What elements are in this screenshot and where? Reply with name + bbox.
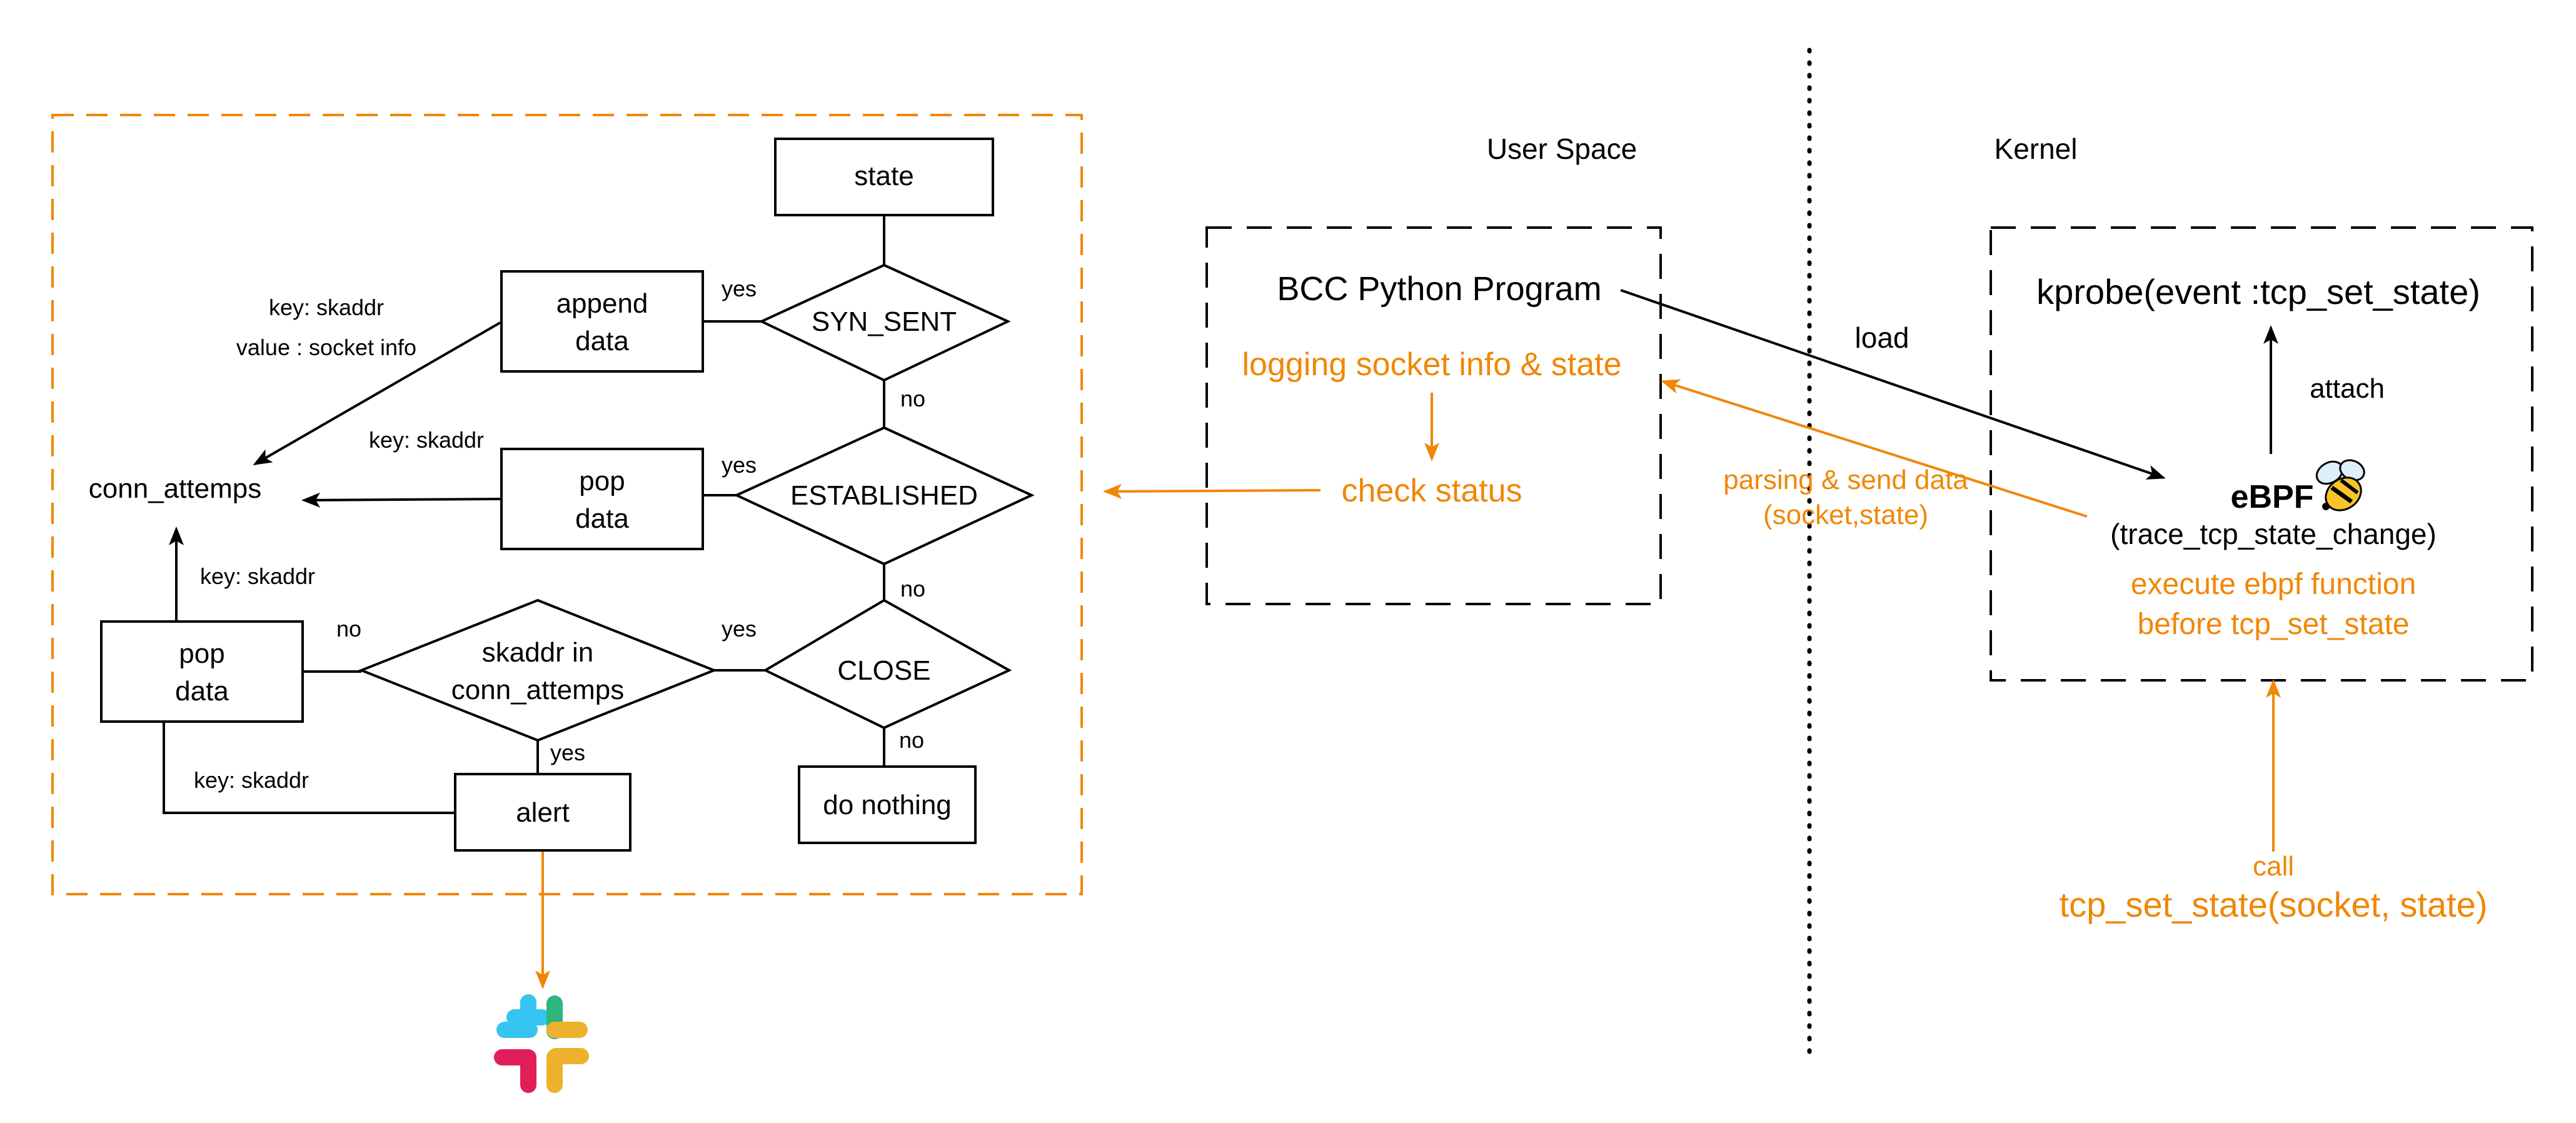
state-label: state	[854, 161, 913, 191]
edge-key-pop-label: key: skaddr	[369, 427, 484, 453]
do-nothing-label: do nothing	[823, 790, 952, 820]
edge-key-label: key: skaddr	[269, 295, 384, 320]
trace-label: (trace_tcp_state_change)	[2110, 518, 2437, 550]
attach-label: attach	[2310, 373, 2385, 404]
no-skaddr-label: no	[336, 616, 361, 642]
close-label: CLOSE	[837, 655, 930, 686]
arrow-parsing	[1661, 379, 2088, 518]
parsing-line1: parsing & send data	[1723, 465, 1968, 495]
ebpf-label: eBPF	[2231, 479, 2314, 515]
pop-data-left-line1: pop	[179, 638, 224, 669]
arrow-pop-conn	[301, 492, 501, 508]
yes-syn-label: yes	[722, 276, 757, 301]
pop-data-line1: pop	[579, 466, 625, 496]
call-label: call	[2253, 851, 2294, 882]
append-data-line1: append	[556, 288, 648, 319]
yes-skaddr-label: yes	[550, 740, 585, 765]
pop-data-left-line2: data	[175, 676, 229, 707]
skaddr-line1: skaddr in	[482, 637, 594, 668]
skaddr-line2: conn_attemps	[451, 675, 624, 705]
established-label: ESTABLISHED	[790, 480, 978, 511]
edge-alert-popleft	[163, 718, 455, 814]
tcp-set-state-label: tcp_set_state(socket, state)	[2060, 885, 2488, 924]
pop-data-line2: data	[575, 503, 629, 534]
flow-container	[51, 114, 1083, 895]
slack-logo-icon	[494, 994, 589, 1093]
alert-label: alert	[516, 797, 570, 828]
bcc-check-status: check status	[1341, 473, 1522, 509]
edge-key-alert-label: key: skaddr	[194, 767, 309, 793]
append-data-line2: data	[575, 326, 629, 356]
parsing-line2: (socket,state)	[1763, 500, 1928, 530]
yes-est-label: yes	[722, 452, 757, 478]
arrow-load	[1620, 289, 2166, 480]
user-space-label: User Space	[1487, 133, 1637, 165]
edge-value-label: value : socket info	[236, 335, 416, 360]
no-syn-label: no	[900, 386, 925, 411]
pop-data-left-box	[100, 620, 304, 723]
alert-box	[454, 773, 631, 852]
kernel-label: Kernel	[1995, 133, 2078, 165]
pop-data-box	[500, 448, 704, 550]
load-label: load	[1855, 321, 1909, 354]
established-diamond	[733, 426, 1035, 566]
kernel-box	[1990, 226, 2533, 682]
arrow-check-flow	[1103, 483, 1321, 499]
arrow-append-conn	[253, 321, 501, 465]
execute-line1: execute ebpf function	[2131, 568, 2416, 601]
kprobe-label: kprobe(event :tcp_set_state)	[2036, 272, 2480, 311]
append-data-box	[500, 270, 704, 373]
do-nothing-box	[798, 765, 977, 844]
syn-sent-diamond	[758, 263, 1011, 382]
bee-icon	[2315, 459, 2365, 511]
edge-key-up-label: key: skaddr	[200, 563, 315, 589]
bcc-title: BCC Python Program	[1277, 270, 1601, 308]
bcc-logging-label: logging socket info & state	[1242, 346, 1621, 383]
yes-close-label: yes	[722, 616, 757, 642]
close-diamond	[762, 598, 1012, 730]
skaddr-diamond	[358, 598, 718, 742]
execute-line2: before tcp_set_state	[2138, 608, 2410, 641]
no-est-label: no	[900, 576, 925, 602]
no-close-label: no	[899, 727, 924, 753]
bcc-box	[1205, 226, 1662, 605]
syn-sent-label: SYN_SENT	[812, 306, 957, 337]
conn-attemps-label: conn_attemps	[89, 473, 261, 504]
state-box	[774, 138, 994, 216]
